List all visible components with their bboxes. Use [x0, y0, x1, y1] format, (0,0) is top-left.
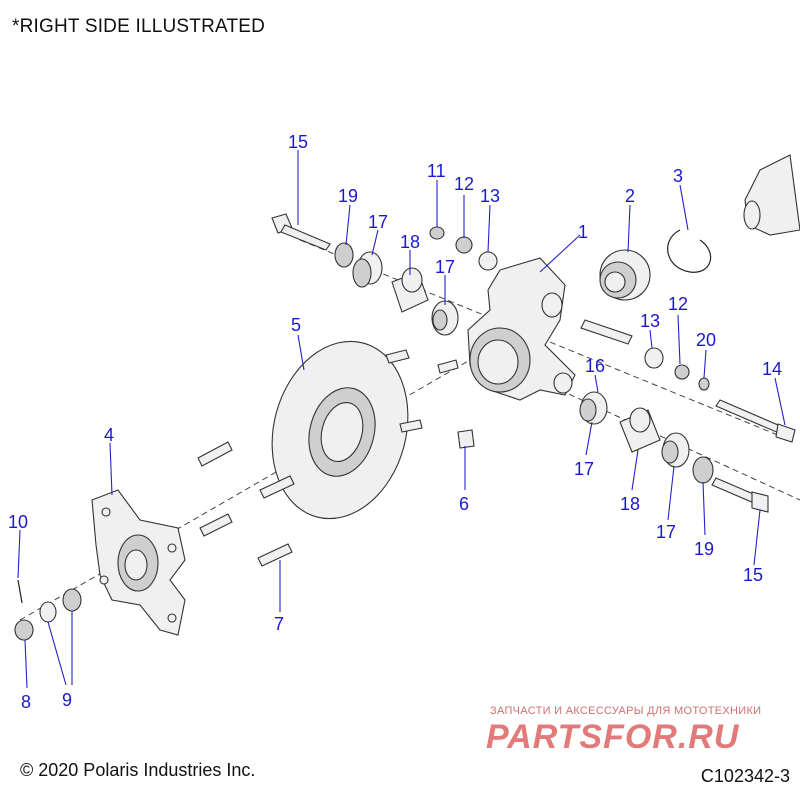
- bushing-upper-1: [352, 251, 383, 288]
- callout-6: 6: [459, 494, 469, 514]
- bolt-long: [715, 399, 796, 443]
- callout-2: 2: [625, 186, 635, 206]
- callout-16: 16: [585, 356, 605, 376]
- brake-disc: [271, 340, 409, 520]
- callout-1: 1: [578, 222, 588, 242]
- sleeve-upper: [391, 267, 429, 313]
- callout-9: 9: [62, 690, 72, 710]
- wheel-studs: [197, 441, 295, 567]
- callout-3: 3: [673, 166, 683, 186]
- callout-15-lower: 15: [743, 565, 763, 585]
- cotter-pin: [17, 579, 23, 604]
- pin-16: [580, 319, 633, 345]
- callout-19-upper: 19: [338, 186, 358, 206]
- callout-19-lower: 19: [694, 539, 714, 559]
- axle-stub: [743, 154, 800, 236]
- watermark-logo: PARTSFOR.RU: [486, 718, 740, 756]
- callout-18-lower: 18: [620, 494, 640, 514]
- knuckle: [467, 257, 576, 401]
- washer-lower: [692, 456, 714, 484]
- callout-13-upper: 13: [480, 186, 500, 206]
- bushing-lower-2: [661, 432, 690, 468]
- diagram-code: C102342-3: [700, 766, 790, 786]
- callout-10: 10: [8, 512, 28, 532]
- washer-20: [698, 377, 710, 391]
- bushing-upper-2: [431, 300, 459, 336]
- fitting-11: [429, 226, 445, 240]
- callout-12-lower: 12: [668, 294, 688, 314]
- callout-11: 11: [427, 161, 446, 181]
- watermark-tagline: ЗАПЧАСТИ И АКСЕССУАРЫ ДЛЯ МОТОТЕХНИКИ: [490, 705, 762, 717]
- bushing-lower-1: [579, 391, 608, 425]
- spacer-13-lower: [644, 347, 664, 369]
- bolt-upper: [271, 213, 331, 251]
- callout-13-lower: 13: [640, 311, 660, 331]
- callout-4: 4: [104, 425, 114, 445]
- callout-17-lower-2: 17: [656, 522, 676, 542]
- copyright-text: © 2020 Polaris Industries Inc.: [20, 760, 256, 780]
- callout-17-upper-2: 17: [435, 257, 455, 277]
- bolt-lower: [711, 477, 769, 513]
- washer-9a: [39, 601, 57, 623]
- bearing: [599, 249, 651, 301]
- callout-7: 7: [274, 614, 284, 634]
- washer-12-lower: [674, 364, 690, 380]
- callout-12-upper: 12: [454, 174, 474, 194]
- illustration-note: *RIGHT SIDE ILLUSTRATED: [12, 16, 266, 37]
- washer-9b: [62, 588, 82, 612]
- callout-17-upper-1: 17: [368, 212, 388, 232]
- brake-bolts: [385, 349, 475, 449]
- callout-17-lower-1: 17: [574, 459, 594, 479]
- spacer-13-upper: [478, 251, 498, 271]
- hub: [91, 489, 186, 636]
- washer-12-upper: [455, 236, 473, 254]
- callout-15-upper: 15: [288, 132, 308, 152]
- sleeve-lower: [619, 407, 661, 453]
- snap-ring: [667, 229, 712, 273]
- castle-nut: [14, 619, 34, 641]
- callout-18-upper: 18: [400, 232, 420, 252]
- washer-upper: [334, 242, 354, 268]
- callout-14: 14: [762, 359, 782, 379]
- callout-8: 8: [21, 692, 31, 712]
- callout-5: 5: [291, 315, 301, 335]
- callout-20: 20: [696, 330, 716, 350]
